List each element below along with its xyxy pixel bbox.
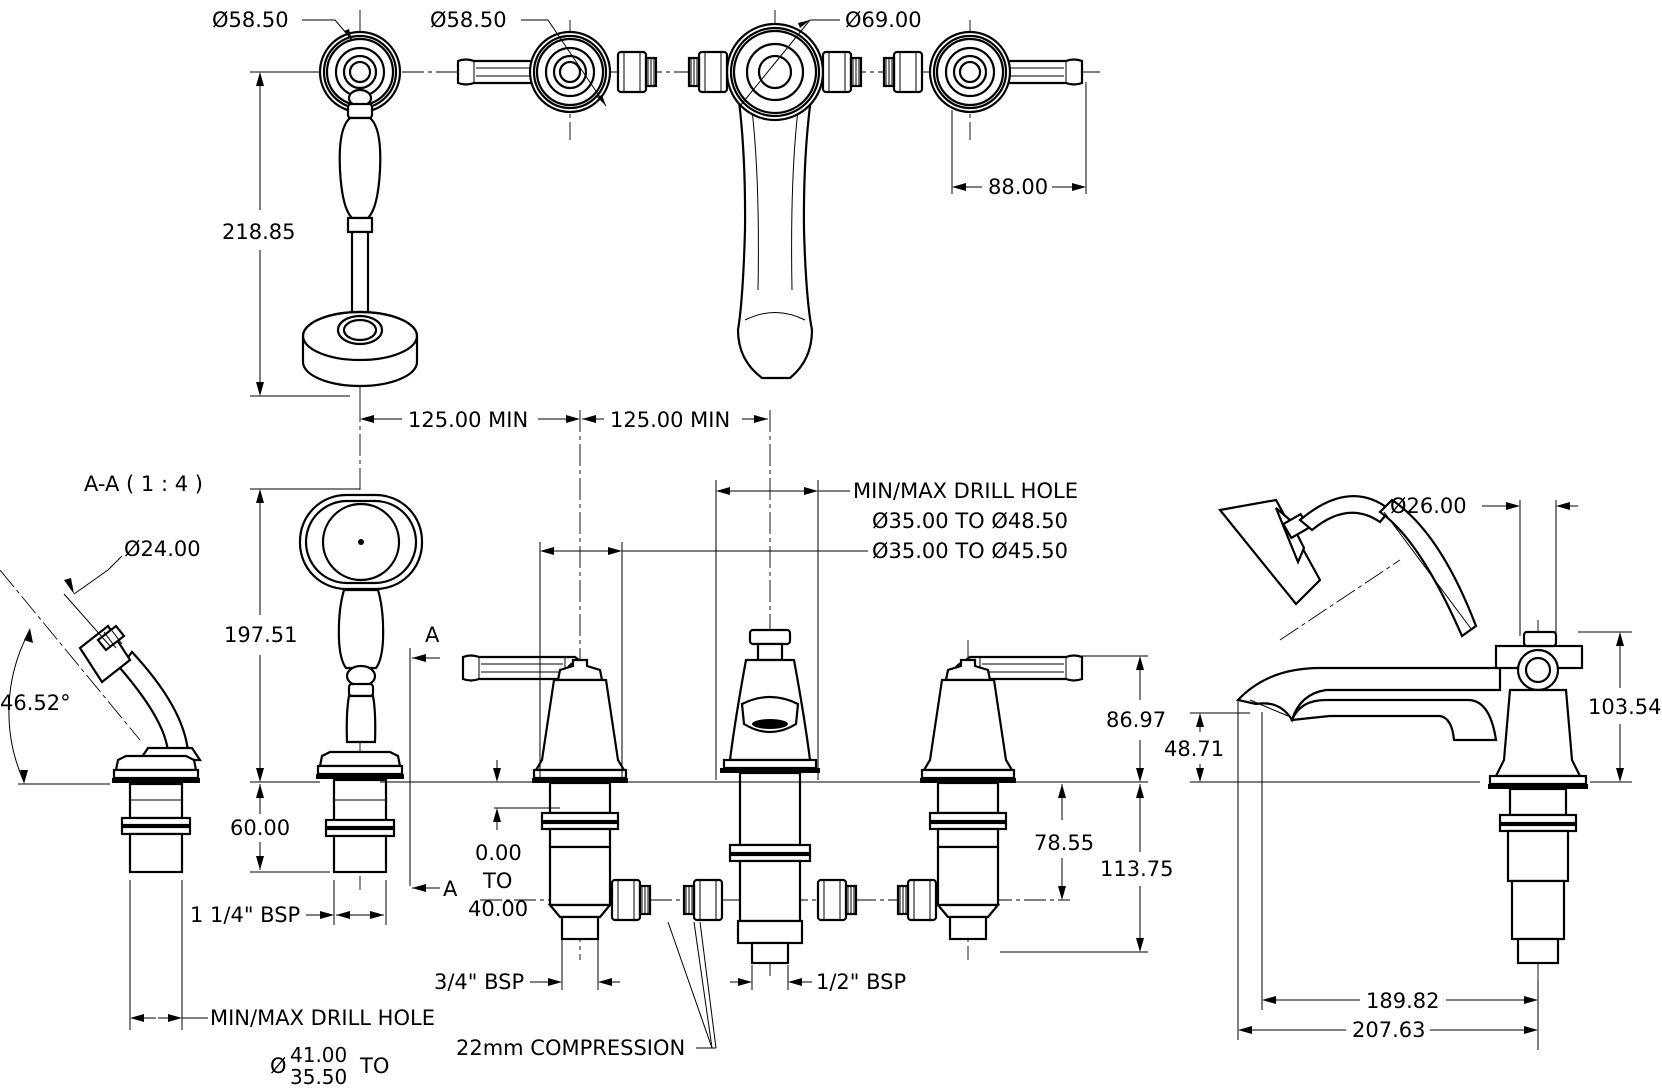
spout-outlet-height-text: 48.71 xyxy=(1164,737,1224,761)
drill-hole-valves-text: Ø35.00 TO Ø45.50 xyxy=(872,539,1068,563)
front-dimensions: 125.00 MIN 125.00 MIN MIN/MAX DRILL HOLE… xyxy=(190,408,1173,1060)
section-marker-top-text: A xyxy=(425,623,440,647)
spout-rose-dia-text: Ø69.00 xyxy=(845,8,922,32)
deck-range-min-text: 0.00 xyxy=(475,841,522,865)
holder-thread-text: 1 1/4" BSP xyxy=(190,903,300,927)
deck-range-max-text: 40.00 xyxy=(468,897,528,921)
spout-height-text: 103.54 xyxy=(1588,695,1661,719)
holder-drill-to-text: TO xyxy=(359,1054,389,1078)
handshower-rose-dia-text: Ø58.50 xyxy=(212,8,289,32)
spout-plan xyxy=(687,22,863,380)
section-angle-text: 46.52° xyxy=(0,691,71,715)
section-title-text: A-A ( 1 : 4 ) xyxy=(84,472,203,496)
holder-height-text: 218.85 xyxy=(222,220,295,244)
deck-range-to-text: TO xyxy=(482,869,512,893)
spout-overall-text: 207.63 xyxy=(1352,1018,1425,1042)
valve-rose-dia-text: Ø58.50 xyxy=(430,8,507,32)
right-valve-front xyxy=(896,654,1084,941)
section-dimensions: 46.52° Ø24.00 MIN/MAX DRILL HOLE Ø 41.00… xyxy=(0,537,435,1089)
holder-drill-max-text: 41.00 xyxy=(290,1043,347,1067)
handshower-front xyxy=(298,493,424,874)
valve-thread-text: 3/4" BSP xyxy=(434,970,524,994)
side-elevation: Ø26.00 103.54 48.71 189.82 xyxy=(1164,494,1661,1050)
left-valve-plan xyxy=(456,30,658,114)
holder-drill-min-text: 35.50 xyxy=(290,1065,347,1089)
handshower-height-text: 197.51 xyxy=(224,623,297,647)
section-holder xyxy=(0,569,203,874)
handshower-plan xyxy=(301,30,419,388)
spacing-left-text: 125.00 MIN xyxy=(408,408,528,432)
side-dia-text: Ø26.00 xyxy=(1390,494,1467,518)
handle-length-text: 88.00 xyxy=(988,175,1048,199)
holder-drill-title-text: MIN/MAX DRILL HOLE xyxy=(210,1006,435,1030)
side-spout xyxy=(1235,630,1588,965)
top-dimensions: Ø58.50 Ø58.50 Ø69.00 88.00 218.85 xyxy=(212,8,1087,397)
side-handshower xyxy=(1217,495,1478,638)
plan-view: Ø58.50 Ø58.50 Ø69.00 88.00 218.85 xyxy=(212,8,1100,400)
valve-depth-max-text: 113.75 xyxy=(1100,857,1173,881)
section-marker-bottom-text: A xyxy=(443,877,458,901)
left-valve-front xyxy=(461,654,652,941)
valve-above-deck-text: 86.97 xyxy=(1106,708,1166,732)
drill-hole-spout-text: Ø35.00 TO Ø48.50 xyxy=(872,509,1068,533)
front-elevation: 125.00 MIN 125.00 MIN MIN/MAX DRILL HOLE… xyxy=(190,400,1173,1060)
side-dimensions: Ø26.00 103.54 48.71 189.82 xyxy=(1164,494,1661,1050)
compression-text: 22mm COMPRESSION xyxy=(456,1036,685,1060)
spout-reach-text: 189.82 xyxy=(1366,989,1439,1013)
drill-hole-title-text: MIN/MAX DRILL HOLE xyxy=(853,479,1078,503)
holder-drill-symbol-text: Ø xyxy=(270,1054,287,1078)
below-deck-text: 60.00 xyxy=(230,816,290,840)
center-spout-front xyxy=(682,628,858,965)
valve-depth-min-text: 78.55 xyxy=(1034,831,1094,855)
spout-thread-text: 1/2" BSP xyxy=(816,970,906,994)
section-dia-text: Ø24.00 xyxy=(124,537,201,561)
right-valve-plan xyxy=(882,30,1084,114)
spacing-right-text: 125.00 MIN xyxy=(610,408,730,432)
section-view: A-A ( 1 : 4 ) 46.52° Ø24.0 xyxy=(0,472,435,1089)
